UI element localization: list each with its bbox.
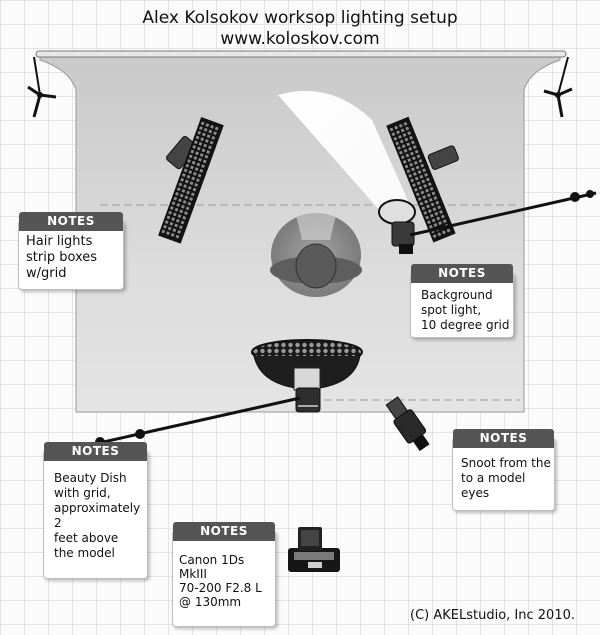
note-header: NOTES [411, 264, 513, 283]
spot-light-icon [378, 199, 416, 254]
website-url: www.koloskov.com [220, 29, 380, 49]
note-text: Background spot light, 10 degree grid [421, 288, 510, 332]
note-background-spot: NOTES Background spot light, 10 degree g… [410, 264, 514, 338]
note-beauty-dish: NOTES Beauty Dish with grid, approximate… [43, 442, 148, 579]
backdrop-roll [35, 50, 567, 58]
beauty-dish-icon [251, 339, 363, 413]
note-header: NOTES [173, 522, 275, 541]
boom-arm-icon [409, 190, 597, 237]
note-header: NOTES [44, 442, 147, 461]
copyright-text: (C) AKELstudio, Inc 2010. [410, 608, 575, 623]
model-icon [270, 207, 362, 297]
note-text: Snoot from the to a model eyes [461, 456, 551, 500]
strip-box-icon [158, 117, 224, 244]
note-header: NOTES [19, 212, 123, 231]
note-hair-lights: NOTES Hair lights strip boxes w/grid [18, 212, 124, 290]
note-snoot: NOTES Snoot from the to a model eyes [452, 429, 555, 511]
camera-icon [288, 527, 340, 572]
note-header: NOTES [453, 429, 554, 448]
light-beam [278, 90, 410, 220]
snoot-icon [385, 396, 430, 452]
stand-icon [543, 56, 573, 118]
strip-box-icon [386, 116, 459, 243]
note-camera: NOTES Canon 1Ds MkIII 70-200 F2.8 L @ 13… [172, 522, 276, 627]
note-text: Beauty Dish with grid, approximately 2 f… [54, 471, 141, 560]
note-text: Hair lights strip boxes w/grid [26, 234, 98, 281]
note-text: Canon 1Ds MkIII 70-200 F2.8 L @ 130mm [179, 553, 262, 609]
stand-icon [27, 56, 57, 118]
diagram-title: Alex Kolsokov worksop lighting setup [142, 8, 458, 28]
